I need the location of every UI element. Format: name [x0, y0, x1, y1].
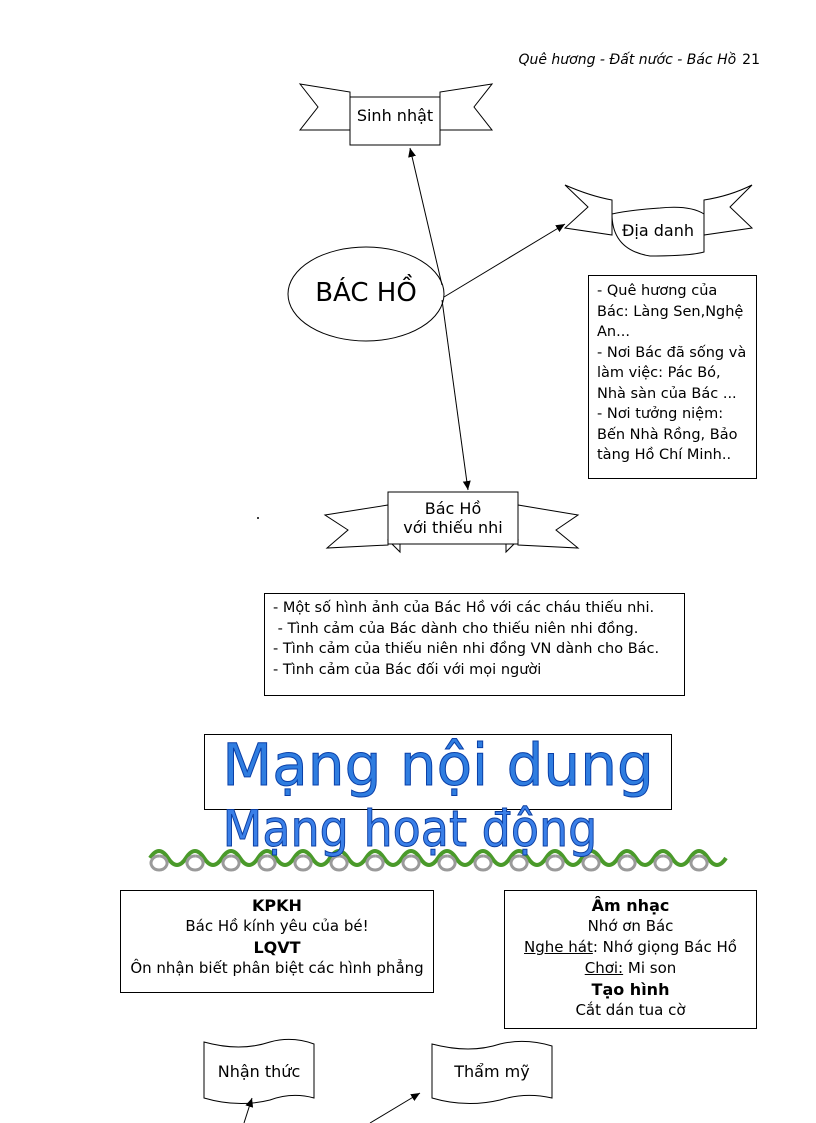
ribbon-label-thieu-nhi-line2: với thiếu nhi — [403, 518, 503, 537]
ribbon-label-thieu-nhi: Bác Hồ với thiếu nhi — [388, 499, 518, 537]
kpkh-heading: KPKH — [252, 896, 302, 915]
tao-hinh-heading: Tạo hình — [591, 980, 670, 999]
flag-nhan-thuc — [203, 1038, 315, 1105]
header-text: Quê hương - Đất nước - Bác Hồ — [518, 52, 737, 68]
choi-line: Chơi: Mi son — [505, 958, 756, 979]
arrow-to-nhan-thuc — [243, 1097, 254, 1123]
page-number: 21 — [742, 52, 760, 68]
dia-danh-line: tàng Hồ Chí Minh.. — [597, 447, 732, 463]
nghe-hat-label: Nghe hát — [524, 938, 593, 956]
title-content-network-box: Mạng nội dung — [204, 731, 672, 810]
arrow-to-dia-danh — [443, 223, 566, 298]
thieu-nhi-line: - Tình cảm của Bác dành cho thiếu niên n… — [273, 620, 639, 637]
ribbon-label-dia-danh: Địa danh — [622, 221, 694, 240]
tao-hinh-item: Cắt dán tua cờ — [575, 1001, 686, 1019]
title-content-network: Mạng nội dung — [222, 731, 655, 800]
choi-value: Mi son — [623, 959, 677, 977]
lqvt-heading: LQVT — [253, 938, 301, 957]
title-activity-network: Mạng hoạt động — [222, 800, 598, 859]
lqvt-item: Ôn nhận biết phân biệt các hình phẳng — [130, 959, 424, 977]
ribbon-label-sinh-nhat: Sinh nhật — [356, 106, 434, 125]
activity-box-left: KPKH Bác Hồ kính yêu của bé! LQVT Ôn nhậ… — [120, 890, 434, 993]
dia-danh-line: - Nơi tưởng niệm: — [597, 406, 724, 422]
dia-danh-line: Nhà sàn của Bác ... — [597, 385, 737, 402]
dia-danh-line: - Quê hương của — [597, 283, 718, 299]
dia-danh-line: - Nơi Bác đã sống và — [597, 344, 747, 361]
ribbon-sinh-nhat — [298, 83, 494, 146]
arrow-to-tham-my — [369, 1092, 421, 1123]
am-nhac-heading: Âm nhạc — [591, 896, 670, 915]
am-nhac-item: Nhớ ơn Bác — [587, 917, 674, 935]
flag-label-nhan-thuc: Nhận thức — [217, 1062, 301, 1081]
flag-label-tham-my: Thẩm mỹ — [454, 1062, 530, 1081]
flag-tham-my — [431, 1040, 553, 1105]
thieu-nhi-line: - Một số hình ảnh của Bác Hồ với các chá… — [273, 600, 655, 616]
ribbon-thieu-nhi — [323, 491, 580, 554]
page-header: Quê hương - Đất nước - Bác Hồ 21 — [440, 52, 760, 68]
arrow-to-sinh-nhat — [408, 147, 443, 286]
dia-danh-line: làm việc: Pác Bó, — [597, 365, 721, 381]
dia-danh-line: Bác: Làng Sen,Nghệ — [597, 303, 744, 320]
activity-box-right: Âm nhạc Nhớ ơn Bác Nghe hát: Nhớ giọng B… — [504, 890, 757, 1029]
dia-danh-box: - Quê hương của Bác: Làng Sen,Nghệ An...… — [588, 275, 757, 479]
center-label: BÁC HỒ — [315, 278, 417, 308]
thieu-nhi-box: - Một số hình ảnh của Bác Hồ với các chá… — [264, 593, 685, 696]
choi-label: Chơi: — [584, 959, 624, 977]
kpkh-item: Bác Hồ kính yêu của bé! — [185, 917, 369, 935]
ribbon-dia-danh — [563, 184, 754, 257]
arrow-to-thieu-nhi — [441, 299, 471, 491]
dia-danh-line: Bến Nhà Rồng, Bảo — [597, 426, 738, 443]
nghe-hat-line: Nghe hát: Nhớ giọng Bác Hồ — [505, 937, 756, 958]
thieu-nhi-line: - Tình cảm của thiếu niên nhi đồng VN dà… — [273, 641, 660, 657]
chain-decoration — [148, 849, 728, 872]
dia-danh-line: An... — [597, 324, 630, 340]
ribbon-label-thieu-nhi-line1: Bác Hồ — [424, 499, 482, 518]
nghe-hat-value: : Nhớ giọng Bác Hồ — [592, 938, 737, 956]
thieu-nhi-line: - Tình cảm của Bác đối với mọi người — [273, 661, 542, 678]
center-ellipse — [287, 246, 445, 342]
